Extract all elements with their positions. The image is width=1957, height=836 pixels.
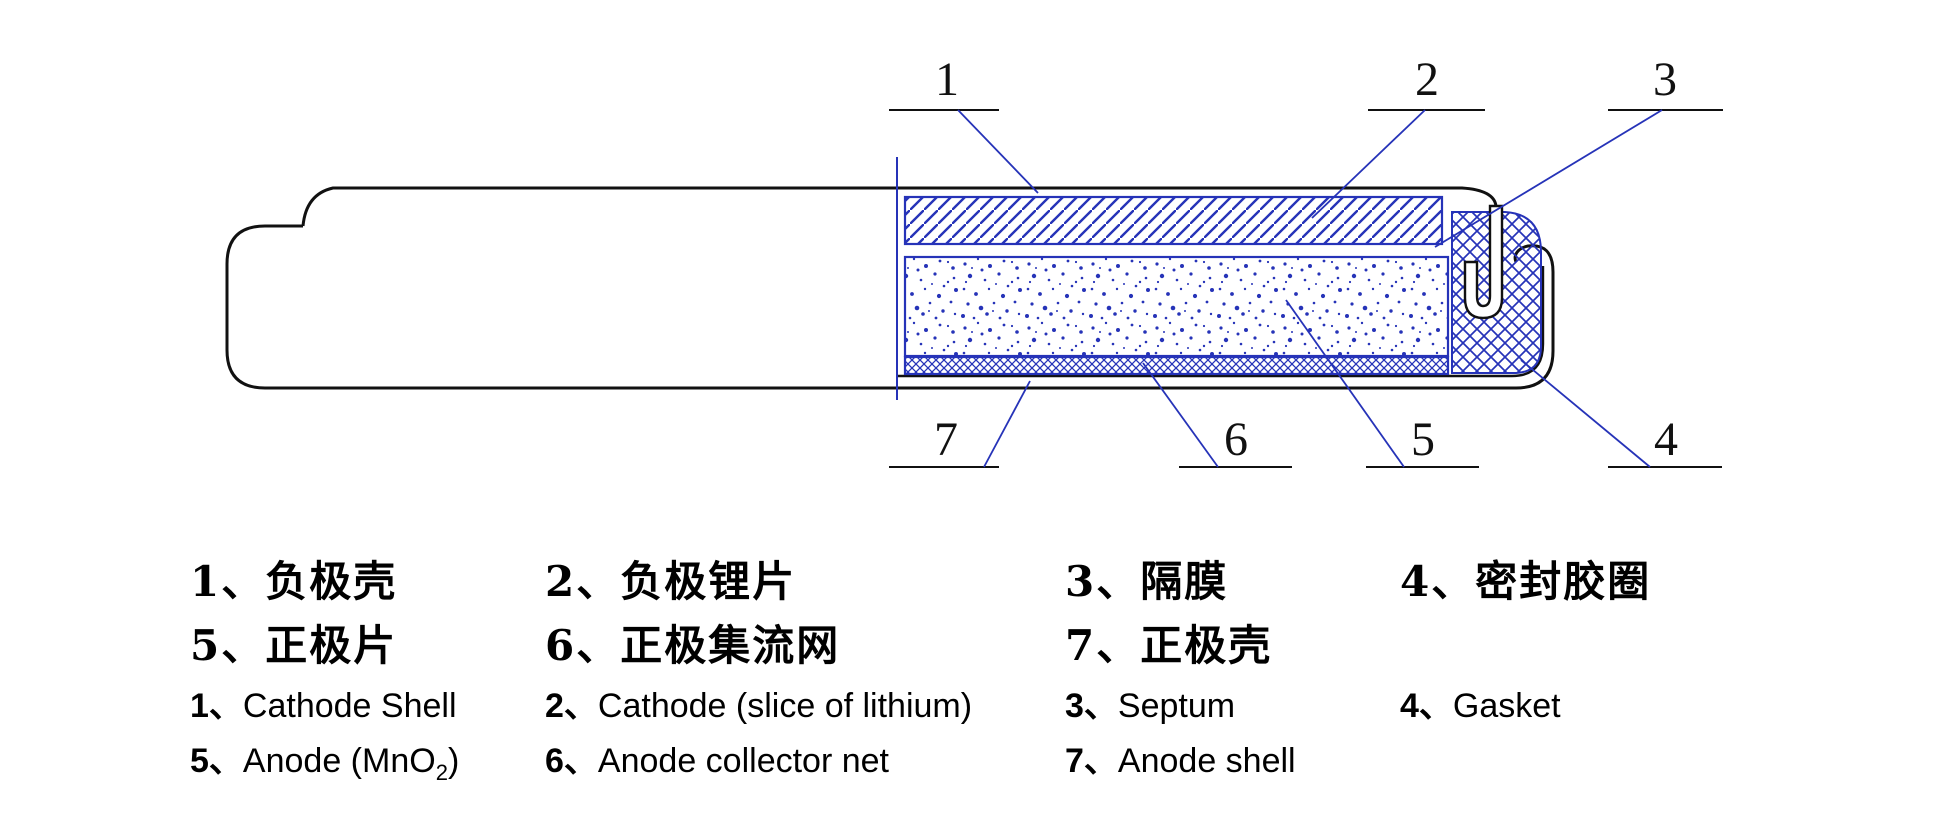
legend-en-septum: 3、Septum bbox=[1065, 678, 1235, 727]
legend-en-anode-mno2: 5、Anode (MnO2) bbox=[190, 733, 459, 786]
legend-en-anode-mno2-sub: 2 bbox=[435, 759, 448, 785]
callout-5-leader-line bbox=[1285, 299, 1405, 468]
legend-en-anode-mno2-num: 5、 bbox=[190, 742, 243, 780]
legend-zh-cathode-shell: 1、负极壳 bbox=[190, 557, 398, 606]
callout-3-label: 3 bbox=[1653, 53, 1677, 106]
legend-en-lithium-slice-text: Cathode (slice of lithium) bbox=[597, 687, 973, 725]
legend-en-anode-mno2-pre: Anode (MnO bbox=[242, 742, 436, 780]
callout-7-label: 7 bbox=[934, 413, 958, 466]
anode-shell-inner-surface bbox=[897, 266, 1545, 378]
callout-7-leader-line bbox=[983, 380, 1031, 468]
cathode-shell-skirt bbox=[1463, 204, 1504, 320]
legend-zh-lithium-slice: 2、负极锂片 bbox=[545, 557, 797, 606]
legend-en-anode-shell-num: 7、 bbox=[1065, 742, 1118, 780]
legend-en-anode-mno2-post: ) bbox=[447, 742, 460, 780]
callout-1-label: 1 bbox=[935, 53, 959, 106]
legend-en-lithium-slice: 2、Cathode (slice of lithium) bbox=[545, 678, 972, 727]
legend-en-gasket-num: 4、 bbox=[1400, 687, 1453, 725]
legend-zh-collector-net: 6、正极集流网 bbox=[545, 621, 841, 670]
legend-en-collector-net: 6、Anode collector net bbox=[545, 733, 889, 782]
callout-1-leader-line bbox=[957, 109, 1039, 194]
anode-collector-net-layer bbox=[903, 355, 1450, 376]
legend-en-cathode-shell-text: Cathode Shell bbox=[242, 687, 457, 725]
legend-zh-anode-shell: 7、正极壳 bbox=[1065, 621, 1273, 670]
callout-4-leader-line bbox=[1520, 359, 1651, 468]
legend-en-septum-num: 3、 bbox=[1065, 687, 1118, 725]
mno2-anode-layer bbox=[903, 255, 1450, 358]
legend-zh-septum: 3、隔膜 bbox=[1065, 557, 1229, 606]
legend-en-gasket-text: Gasket bbox=[1452, 687, 1561, 725]
callout-4-label: 4 bbox=[1654, 413, 1678, 466]
battery-cross-section-diagram: 1 2 3 7 6 5 4 bbox=[225, 53, 1723, 468]
legend-en-collector-net-text: Anode collector net bbox=[597, 742, 889, 780]
legend-en-anode-shell-text: Anode shell bbox=[1117, 742, 1296, 780]
legend-en-septum-text: Septum bbox=[1117, 687, 1236, 725]
callout-6-leader-line bbox=[1142, 362, 1219, 468]
legend-zh-gasket: 4、密封胶圈 bbox=[1400, 557, 1652, 606]
callout-2-label: 2 bbox=[1415, 53, 1439, 106]
callout-3-leader-line bbox=[1434, 109, 1663, 248]
legend-en-gasket: 4、Gasket bbox=[1400, 678, 1561, 727]
callout-2-leader-line bbox=[1311, 109, 1426, 219]
legend-zh-anode-slice: 5、正极片 bbox=[190, 621, 398, 670]
lithium-slice-layer bbox=[903, 195, 1444, 246]
legend-en-collector-net-num: 6、 bbox=[545, 742, 598, 780]
legend-en-anode-shell: 7、Anode shell bbox=[1065, 733, 1296, 782]
legend-en-cathode-shell-num: 1、 bbox=[190, 687, 243, 725]
callout-6-label: 6 bbox=[1224, 413, 1248, 466]
legend-en-lithium-slice-num: 2、 bbox=[545, 687, 598, 725]
septum-layer bbox=[905, 244, 1442, 257]
legend-en-cathode-shell: 1、Cathode Shell bbox=[190, 678, 457, 727]
callout-5-label: 5 bbox=[1411, 413, 1435, 466]
